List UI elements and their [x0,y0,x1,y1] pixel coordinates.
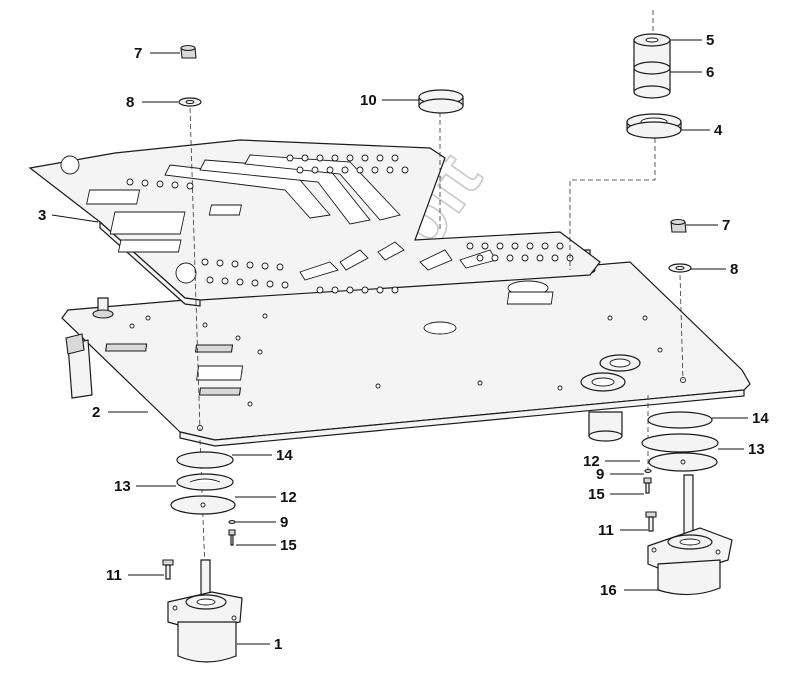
nut-7-right [670,218,687,233]
top-cover-panel [28,139,601,307]
nut-7-top-left [180,44,197,59]
callout-13-right: 13 [748,441,765,458]
cap-10 [418,89,464,114]
hole-grid-right [316,242,574,294]
left-motor-1 [167,559,243,663]
washer-8-top-left [178,97,202,107]
right-washer-9 [644,468,652,474]
callout-7-top-left: 7 [134,45,142,62]
callout-7-right: 7 [722,217,730,234]
callout-12-left: 12 [280,489,297,506]
callout-3: 3 [38,207,46,224]
right-shim-14 [647,411,713,429]
damper-stack [626,10,682,139]
right-motor-16 [647,474,733,596]
left-screw-15 [228,529,236,546]
callout-15-left: 15 [280,537,297,554]
base-plate [61,249,751,447]
hole-grid-left [126,178,289,289]
callout-9-left: 9 [280,514,288,531]
left-washer-9 [228,519,236,525]
right-plate-12 [648,452,718,472]
callout-13-left: 13 [114,478,131,495]
callout-15-right: 15 [588,486,605,503]
right-shim-13 [641,433,719,453]
callout-labels: 7 8 10 5 6 4 3 7 8 2 14 13 12 9 15 11 1 … [38,32,769,653]
right-screw-11 [645,511,657,532]
callout-10: 10 [360,92,377,109]
callout-5: 5 [706,32,714,49]
left-shim-14 [176,451,234,469]
callout-8-right: 8 [730,261,738,278]
callout-16: 16 [600,582,617,599]
callout-8-top-left: 8 [126,94,134,111]
callout-11-right: 11 [598,522,614,539]
left-screw-11 [162,559,174,580]
callout-14-left: 14 [276,447,293,464]
callout-2: 2 [92,404,100,421]
left-shim-13 [176,473,234,491]
callout-4: 4 [714,122,723,139]
leader-lines [51,39,748,645]
callout-6: 6 [706,64,714,81]
callout-1: 1 [274,636,282,653]
right-screw-15 [643,477,652,494]
callout-11-left: 11 [106,567,122,584]
callout-9-right: 9 [596,466,604,483]
washer-8-right [668,263,692,273]
hole-grid-top-right [286,154,409,174]
callout-12-right: 12 [583,453,600,470]
left-plate-12 [170,495,236,515]
callout-14-right: 14 [752,410,769,427]
